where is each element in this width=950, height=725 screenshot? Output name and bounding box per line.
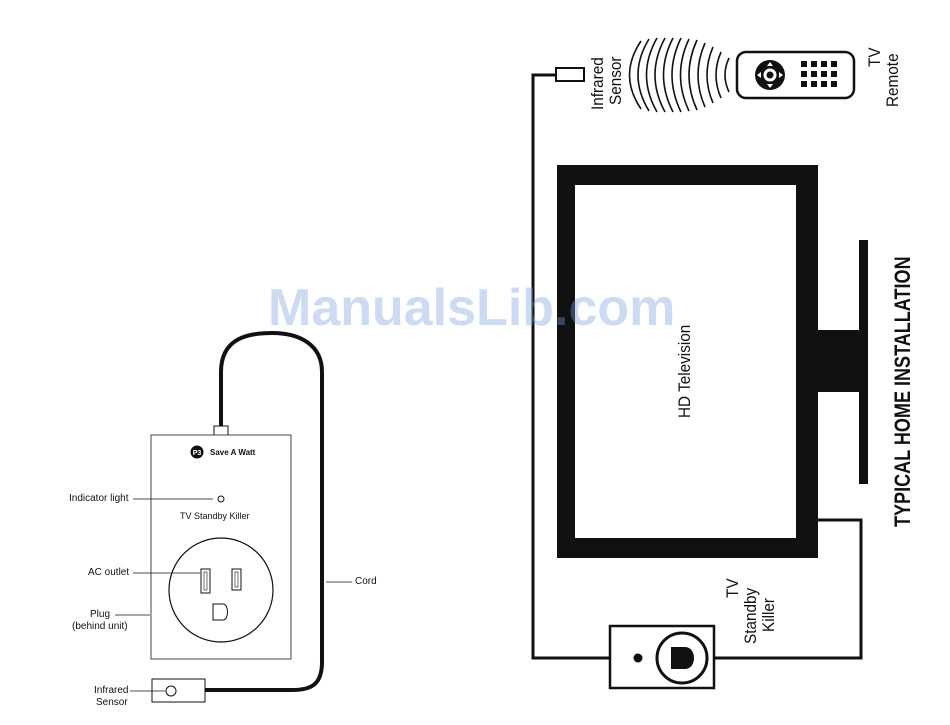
label-ac-outlet: AC outlet <box>88 567 129 579</box>
label-indicator-light: Indicator light <box>69 493 128 505</box>
outlet-ground-hole <box>213 604 228 620</box>
label-sensor-line2: Sensor <box>96 697 128 709</box>
top-infrared-sensor <box>556 68 584 81</box>
indicator-light <box>218 496 224 502</box>
infrared-sensor-box <box>152 679 205 702</box>
installation-title: TYPICAL HOME INSTALLATION <box>890 256 916 527</box>
unit-name: TV Standby Killer <box>180 510 250 522</box>
outlet-slot-left <box>201 569 210 593</box>
tv-stand-neck <box>812 330 864 392</box>
ac-outlet <box>169 538 273 642</box>
remote-label-wrap: TV Remote <box>866 45 902 107</box>
top-sensor-label-line1: Infrared <box>589 57 607 110</box>
remote-label-line2: Remote <box>884 51 902 107</box>
brand-name: Save A Watt <box>210 447 255 459</box>
killer-label-line2: Standby <box>742 583 760 644</box>
installation-title-wrap: TYPICAL HOME INSTALLATION <box>890 197 916 527</box>
label-sensor-line1: Infrared <box>94 685 128 697</box>
tv-label-wrap: HD Television <box>675 314 695 418</box>
remote-label-line1: TV <box>866 47 884 67</box>
installed-indicator-light <box>634 654 643 663</box>
top-sensor-label-line2: Sensor <box>607 57 625 105</box>
svg-text:P3: P3 <box>193 450 202 457</box>
label-cord: Cord <box>355 576 377 588</box>
top-sensor-label-wrap: Infrared Sensor <box>589 51 625 110</box>
killer-label-wrap: TV Standby Killer <box>724 576 778 644</box>
watermark: ManualsLib.com <box>268 278 675 338</box>
ir-signal-waves <box>630 38 730 112</box>
infrared-sensor-eye <box>166 686 176 696</box>
label-plug: Plug <box>90 609 110 621</box>
tv-stand-base <box>859 240 868 484</box>
installed-plug-icon <box>671 647 694 669</box>
label-plug-note: (behind unit) <box>72 621 128 633</box>
tv-label: HD Television <box>675 325 695 418</box>
killer-label-line3: Killer <box>760 582 778 632</box>
cord-strain-relief <box>214 426 228 435</box>
killer-label-line1: TV <box>724 578 742 598</box>
